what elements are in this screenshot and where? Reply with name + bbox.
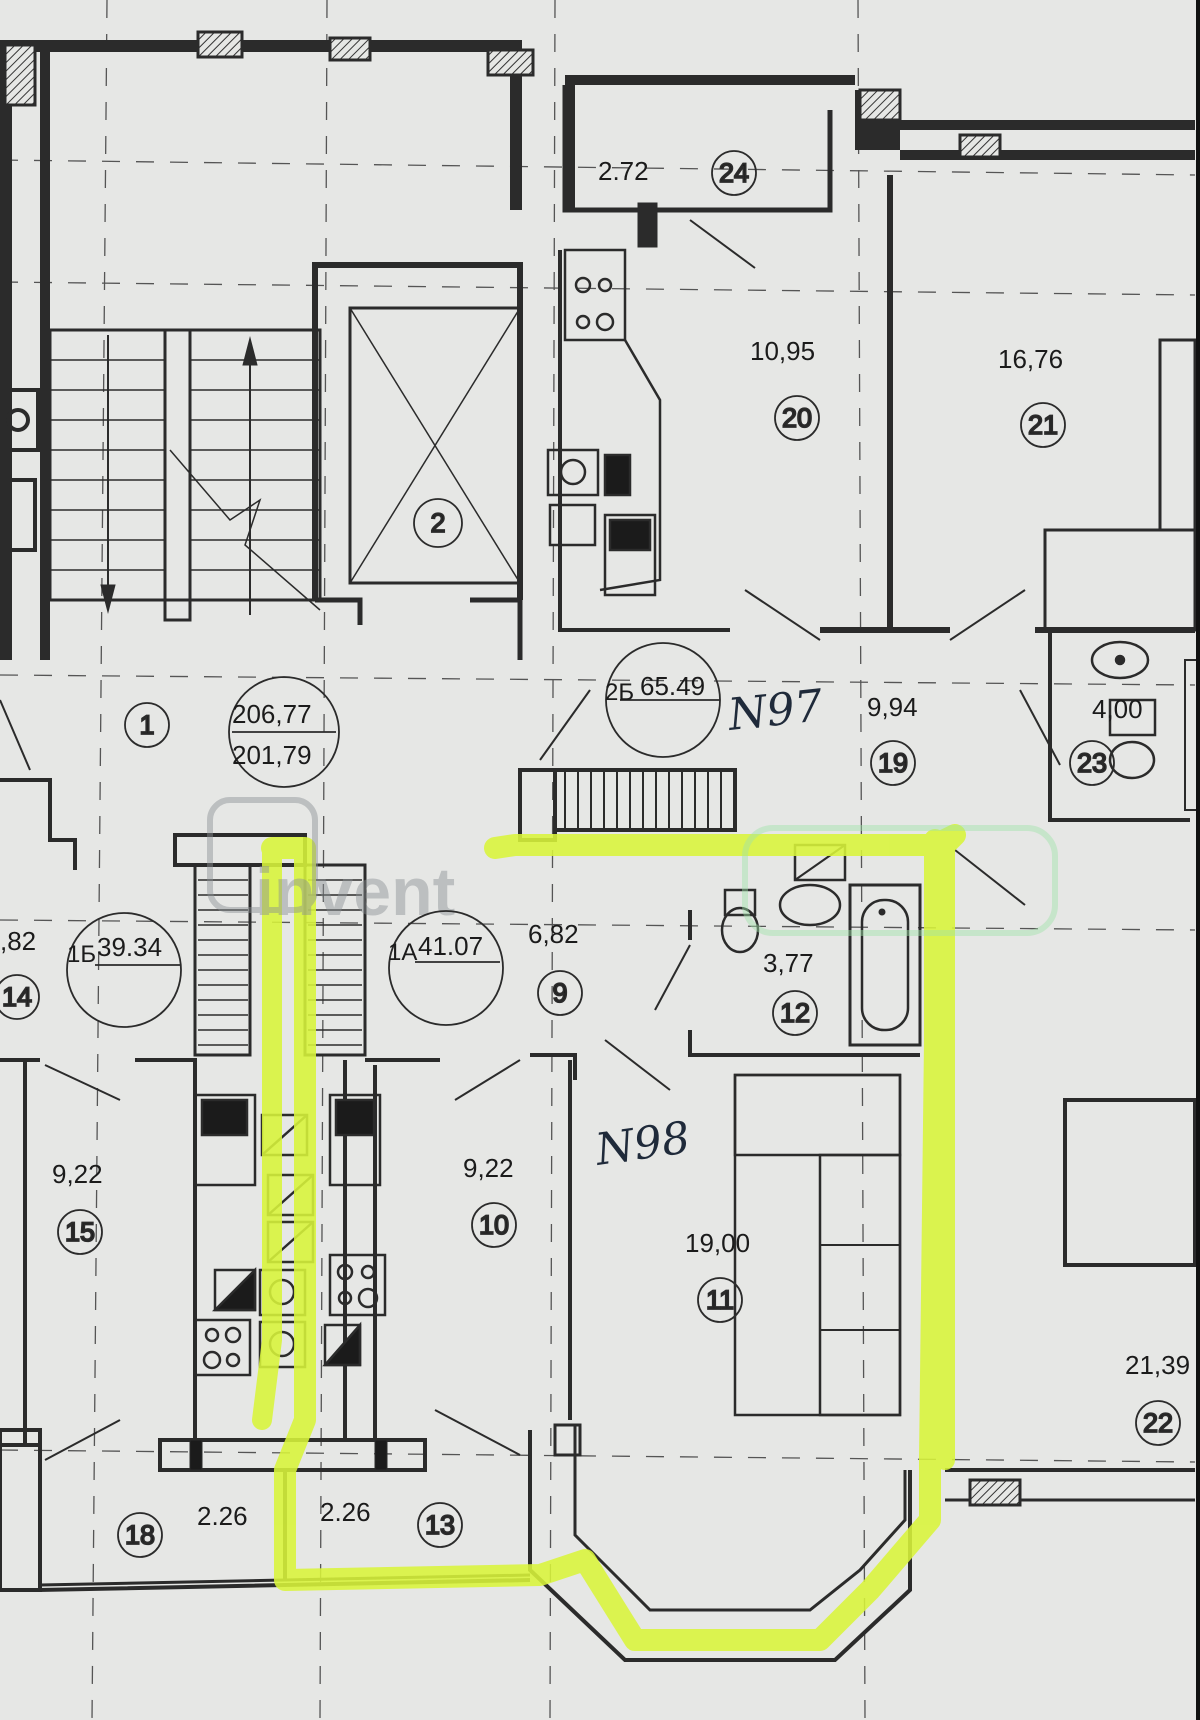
watermark-brand: invent bbox=[255, 854, 455, 930]
apartment-22-walls bbox=[945, 849, 1197, 1507]
apartment-2b-walls bbox=[558, 175, 1198, 822]
room-19-area: 9,94 bbox=[867, 692, 918, 722]
room-11-number: 11 bbox=[706, 1285, 734, 1315]
room-10-number: 10 bbox=[479, 1210, 509, 1240]
room-14-area: ,82 bbox=[0, 926, 36, 956]
room-14-badge: 14 bbox=[0, 974, 40, 1020]
room-23-badge: 23 bbox=[1069, 740, 1115, 786]
apartment-1a-badge: 1А 41.07 bbox=[388, 910, 504, 1026]
room-11-badge: 11 bbox=[697, 1277, 743, 1323]
room-1-badge: 1 bbox=[124, 702, 170, 748]
left-unit-walls bbox=[0, 388, 121, 1101]
room-10-area: 9,22 bbox=[463, 1153, 514, 1183]
watermark: invent bbox=[207, 797, 1058, 936]
kitchen-room-20 bbox=[546, 248, 662, 597]
apartment-2b-badge: 2Б 65.49 bbox=[605, 642, 721, 758]
balcony-24-walls bbox=[562, 85, 833, 269]
room-21-badge: 21 bbox=[1020, 402, 1066, 448]
room-21-number: 21 bbox=[1028, 410, 1058, 440]
room-19-badge: 19 bbox=[870, 740, 916, 786]
room-18-area: 2.26 bbox=[197, 1501, 248, 1531]
outer-wall-top bbox=[0, 30, 1195, 660]
room-13-area: 2.26 bbox=[320, 1497, 371, 1527]
apartment-2b-code: 2Б bbox=[605, 679, 634, 706]
room-20-badge: 20 bbox=[774, 395, 820, 441]
section-total-top: 206,77 bbox=[232, 699, 312, 729]
room-13-badge: 13 bbox=[417, 1502, 463, 1548]
room-12-number: 12 bbox=[780, 998, 810, 1028]
room-15-badge: 15 bbox=[57, 1209, 103, 1255]
room-11-area: 19,00 bbox=[685, 1228, 750, 1258]
section-total-badge: 206,77 201,79 bbox=[228, 676, 340, 788]
elevator-shaft bbox=[312, 262, 523, 660]
room-area-labels: 2.72 10,95 16,76 9,94 4,00 ,82 6,82 3,77… bbox=[0, 156, 1190, 1531]
room-19-number: 19 bbox=[878, 748, 908, 778]
section-total-bottom: 201,79 bbox=[232, 740, 312, 770]
room-12-badge: 12 bbox=[772, 990, 818, 1036]
room-22-area: 21,39 bbox=[1125, 1350, 1190, 1380]
room-9-number: 9 bbox=[552, 978, 567, 1008]
room-12-area: 3,77 bbox=[763, 948, 814, 978]
apartment-1a-area: 41.07 bbox=[418, 931, 483, 961]
room-9-badge: 9 bbox=[537, 970, 583, 1016]
room-18-number: 18 bbox=[125, 1520, 155, 1550]
room-1-number: 1 bbox=[139, 710, 154, 740]
kitchen-units-1b-1a bbox=[193, 1093, 387, 1377]
room-20-number: 20 bbox=[782, 403, 812, 433]
room-24-badge: 24 bbox=[711, 150, 757, 196]
apartment-1b-area: 39.34 bbox=[97, 932, 162, 962]
room-20-area: 10,95 bbox=[750, 336, 815, 366]
room-13-number: 13 bbox=[425, 1510, 455, 1540]
room-15-area: 9,22 bbox=[52, 1159, 103, 1189]
apartment-1b-1a-walls bbox=[23, 833, 521, 1472]
room-23-number: 23 bbox=[1077, 748, 1107, 778]
room-14-number: 14 bbox=[2, 982, 32, 1012]
room-22-badge: 22 bbox=[1135, 1400, 1181, 1446]
room-2-number: 2 bbox=[430, 508, 445, 538]
room-23-area: 4,00 bbox=[1092, 694, 1143, 724]
handwritten-n97: N97 bbox=[725, 680, 825, 741]
room-9-area: 6,82 bbox=[528, 919, 579, 949]
apartment-98-walls bbox=[528, 843, 922, 1662]
apartment-1a-code: 1А bbox=[388, 939, 417, 966]
room-24-number: 24 bbox=[719, 158, 749, 188]
apartment-1b-badge: 1Б 39.34 bbox=[66, 912, 182, 1028]
bathroom-23-fixtures bbox=[1090, 640, 1157, 780]
room-10-badge: 10 bbox=[471, 1202, 517, 1248]
room-22-number: 22 bbox=[1143, 1408, 1173, 1438]
apartment-98-highlight bbox=[252, 824, 966, 1651]
stairwell bbox=[48, 328, 322, 622]
room-2-badge: 2 bbox=[413, 498, 463, 548]
room-15-number: 15 bbox=[65, 1217, 95, 1247]
room-18-badge: 18 bbox=[117, 1512, 163, 1558]
room-number-circles: 24 20 21 2 1 19 23 14 9 12 15 10 11 22 1… bbox=[0, 150, 1181, 1558]
room-21-area: 16,76 bbox=[998, 344, 1063, 374]
page-right-edge bbox=[1196, 0, 1200, 1720]
handwritten-n98: N98 bbox=[591, 1112, 693, 1176]
room-24-area: 2.72 bbox=[598, 156, 649, 186]
stair-2b bbox=[518, 689, 737, 842]
apartment-1b-code: 1Б bbox=[67, 941, 96, 968]
apartment-2b-area: 65.49 bbox=[640, 671, 705, 701]
